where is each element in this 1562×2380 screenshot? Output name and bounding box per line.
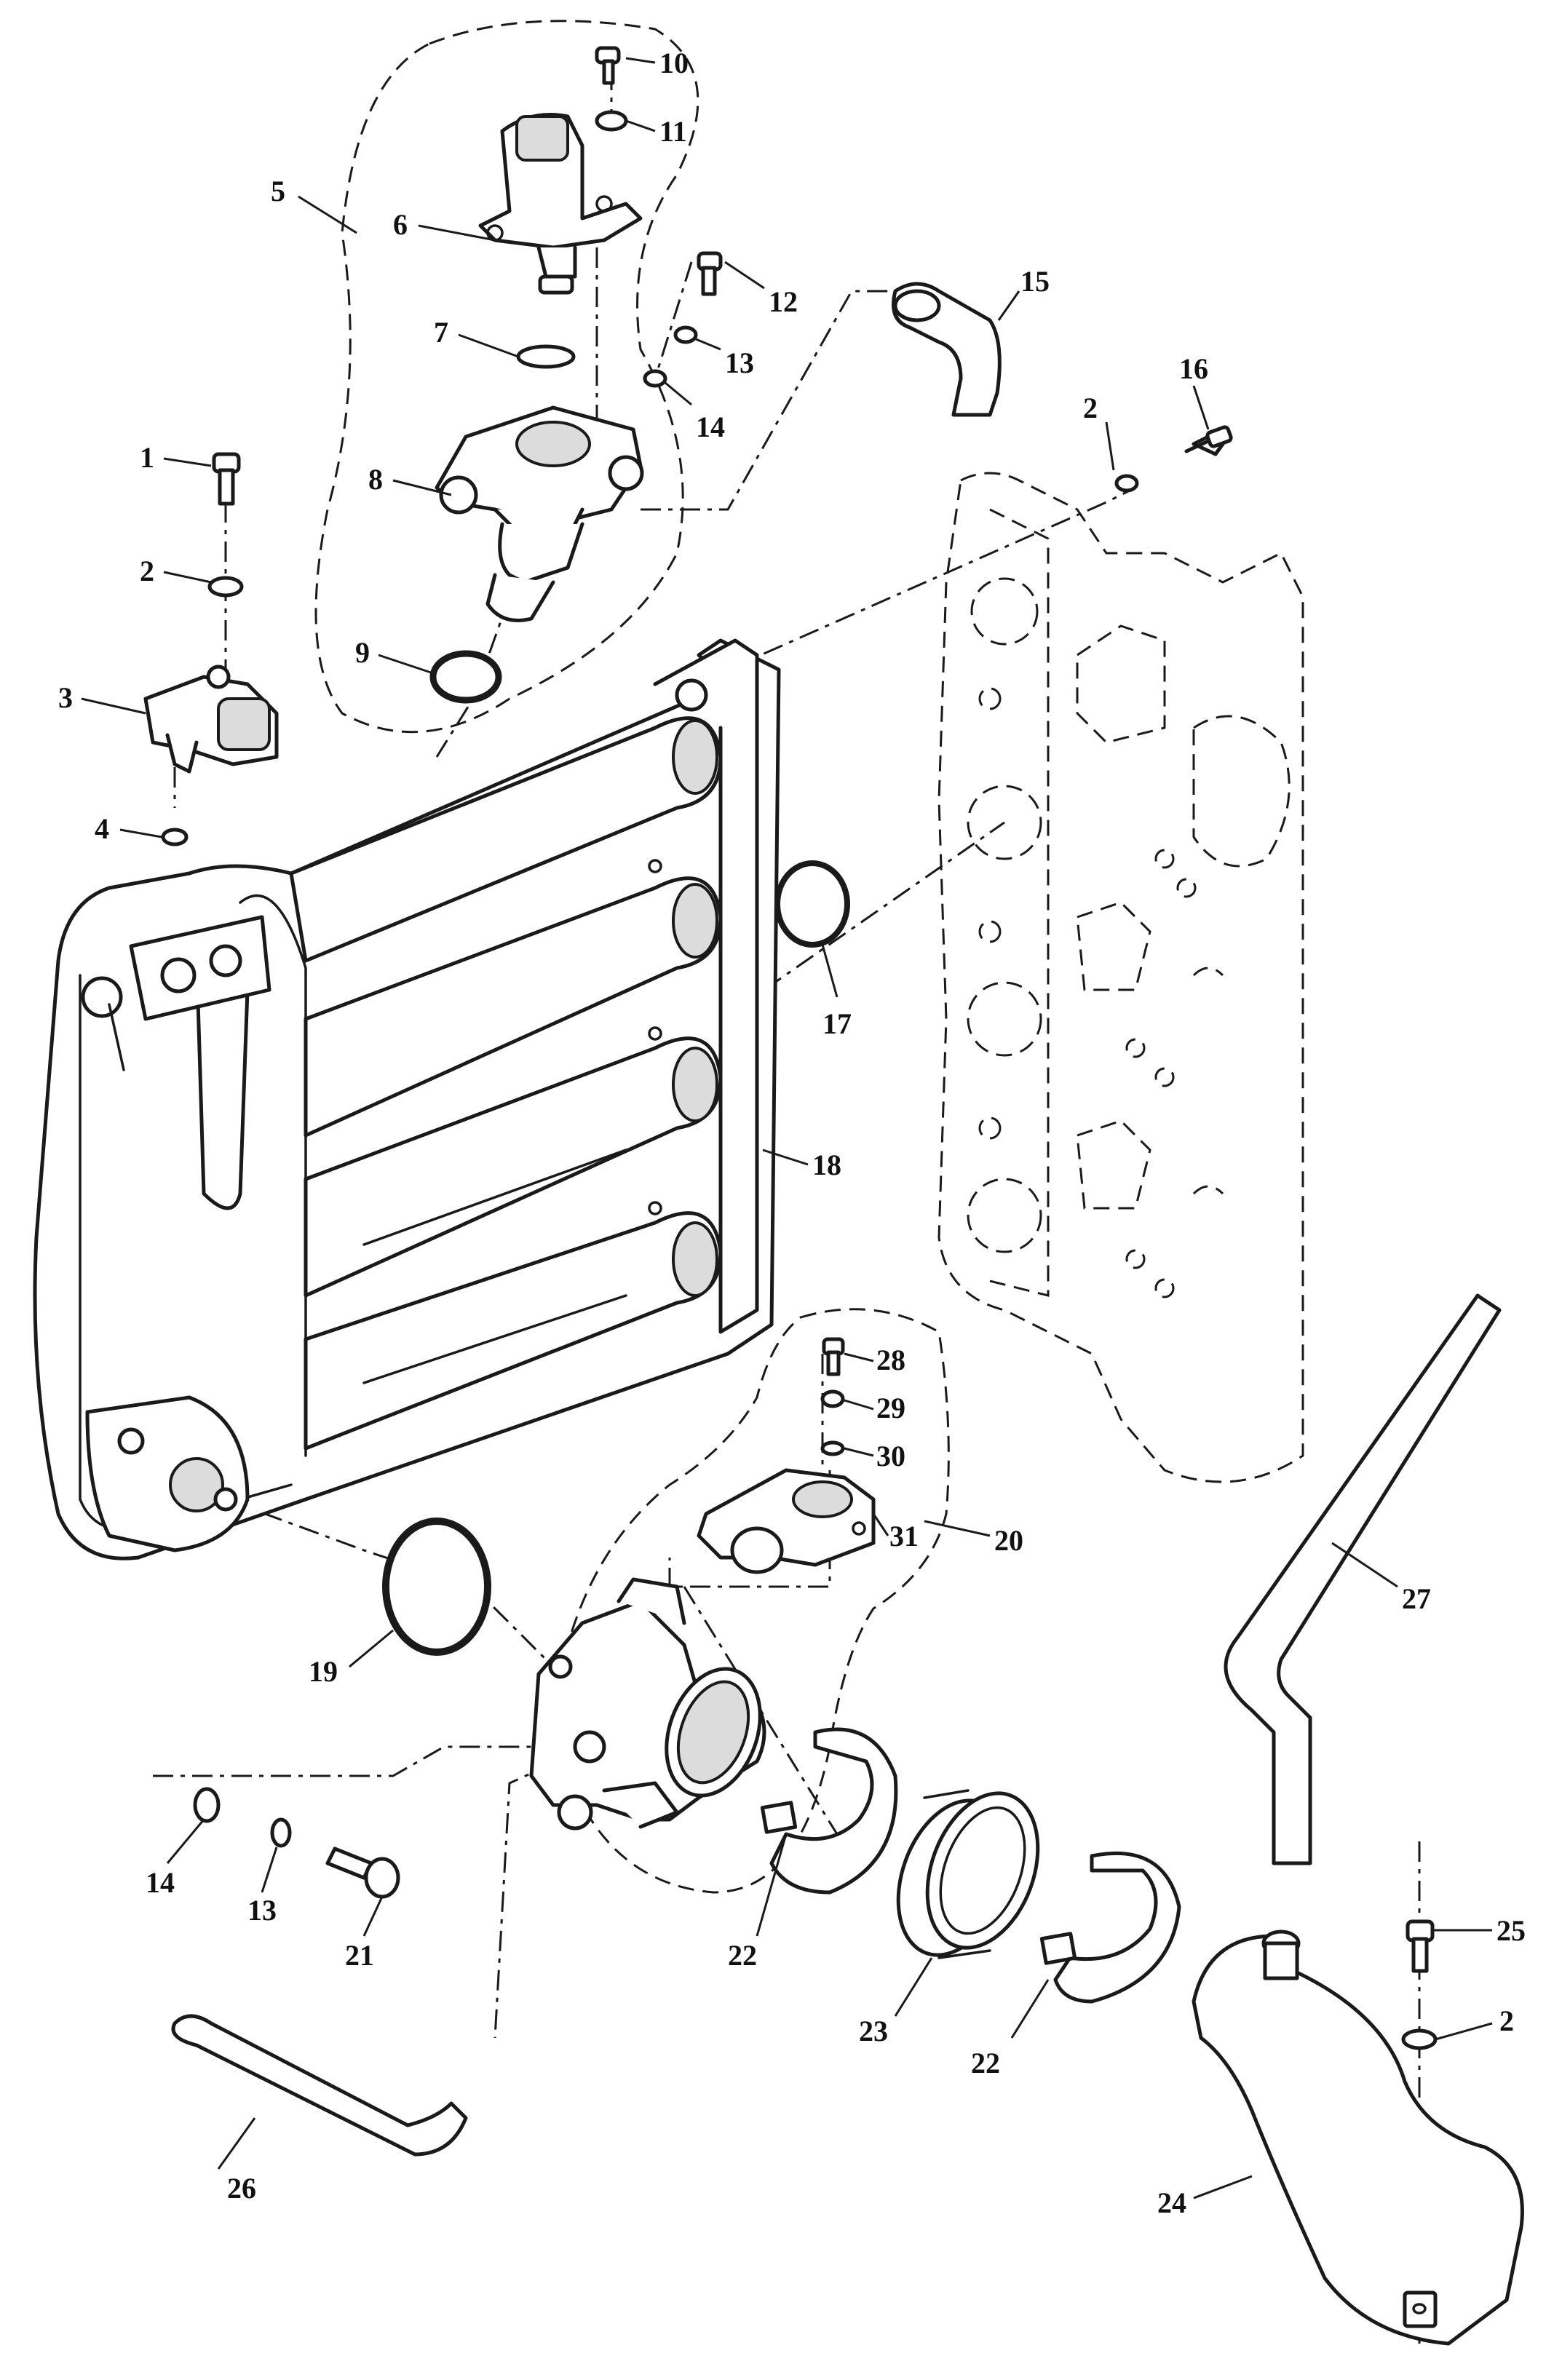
- bolt-1: [212, 452, 241, 506]
- screw-28: [822, 1337, 845, 1376]
- washer-2-upper-right: [1114, 474, 1139, 493]
- throttle-position-sensor-31: [697, 1468, 876, 1574]
- screw-12: [697, 251, 723, 296]
- callout-15: 15: [1020, 265, 1050, 298]
- washer-2-left: [207, 576, 244, 598]
- callout-29: 29: [876, 1392, 905, 1424]
- iac-housing-8: [435, 405, 644, 622]
- callout-21: 21: [345, 1939, 374, 1972]
- callout-18: 18: [812, 1149, 841, 1181]
- vent-hose-26: [171, 2014, 468, 2157]
- idle-air-control-valve-6: [478, 113, 643, 295]
- o-ring-9: [429, 650, 502, 704]
- bolt-16: [1184, 425, 1233, 456]
- callout-3: 3: [58, 681, 73, 714]
- hose-clamp-22-lower: [1053, 1851, 1181, 2004]
- washer-29: [820, 1389, 845, 1408]
- callout-10: 10: [659, 47, 689, 79]
- callout-2: 2: [1083, 392, 1098, 424]
- callout-8: 8: [368, 463, 383, 496]
- bolt-25: [1406, 1919, 1435, 1973]
- washer-2-lower-right: [1401, 2028, 1438, 2050]
- washer-14: [643, 369, 667, 388]
- callout-2: 2: [1499, 2004, 1514, 2037]
- hose-clamp-22-upper: [769, 1727, 898, 1895]
- idle-air-control-group-boundary: [314, 20, 699, 734]
- gasket-ring-17: [774, 860, 850, 948]
- air-intake-duct-24: [1192, 1929, 1524, 2346]
- intake-manifold: [33, 638, 781, 1560]
- gasket-ring-19: [382, 1518, 491, 1656]
- washer-11: [595, 110, 628, 132]
- washer-13-lower: [270, 1817, 292, 1848]
- rubber-coupler-23: [896, 1789, 1040, 1959]
- callout-2: 2: [140, 555, 154, 587]
- callout-4: 4: [95, 812, 109, 845]
- cylinder-head-outline: [937, 472, 1304, 1483]
- callout-22: 22: [971, 2047, 1000, 2079]
- callout-24: 24: [1157, 2186, 1186, 2219]
- callout-5: 5: [271, 175, 285, 207]
- callout-26: 26: [227, 2172, 256, 2205]
- washer-14-lower: [193, 1787, 221, 1823]
- callout-16: 16: [1179, 352, 1208, 385]
- callout-12: 12: [769, 285, 798, 318]
- leader-lines: [81, 57, 1493, 2199]
- callout-23: 23: [859, 2015, 888, 2047]
- callout-31: 31: [889, 1520, 919, 1552]
- callout-13: 13: [725, 346, 754, 379]
- o-ring-4: [161, 828, 189, 846]
- bolt-21: [325, 1847, 400, 1899]
- elbow-hose-15-end: [893, 289, 941, 322]
- throttle-body-group-boundary: [561, 1308, 950, 1894]
- washer-30: [820, 1440, 845, 1456]
- callout-17: 17: [822, 1007, 852, 1040]
- callout-22: 22: [728, 1939, 757, 1972]
- callout-6: 6: [393, 208, 408, 241]
- throttle-body: [529, 1577, 766, 1830]
- callout-13: 13: [247, 1894, 277, 1927]
- callout-14: 14: [146, 1866, 175, 1899]
- iac-screw-10: [595, 46, 621, 85]
- callout-30: 30: [876, 1440, 905, 1472]
- vent-hose-27: [1224, 1293, 1502, 1865]
- callout-11: 11: [659, 115, 687, 148]
- hose-clamp-22-lower-clasp: [1039, 1932, 1077, 1965]
- callout-7: 7: [434, 316, 448, 349]
- callout-1: 1: [140, 441, 154, 474]
- callout-labels: 1 2 2 2 3 4 5 6 7 8 9 10 11 12 13 13 14 …: [58, 47, 1526, 2219]
- callout-28: 28: [876, 1344, 905, 1376]
- hose-clamp-22-upper-clasp: [760, 1801, 798, 1834]
- callout-20: 20: [994, 1524, 1023, 1557]
- o-ring-7: [516, 344, 576, 369]
- callout-14: 14: [696, 410, 725, 443]
- washer-13: [673, 325, 698, 344]
- callout-9: 9: [355, 636, 370, 669]
- callout-25: 25: [1496, 1914, 1526, 1947]
- map-sensor-3: [143, 665, 279, 774]
- callout-27: 27: [1402, 1582, 1431, 1615]
- callout-19: 19: [309, 1655, 338, 1688]
